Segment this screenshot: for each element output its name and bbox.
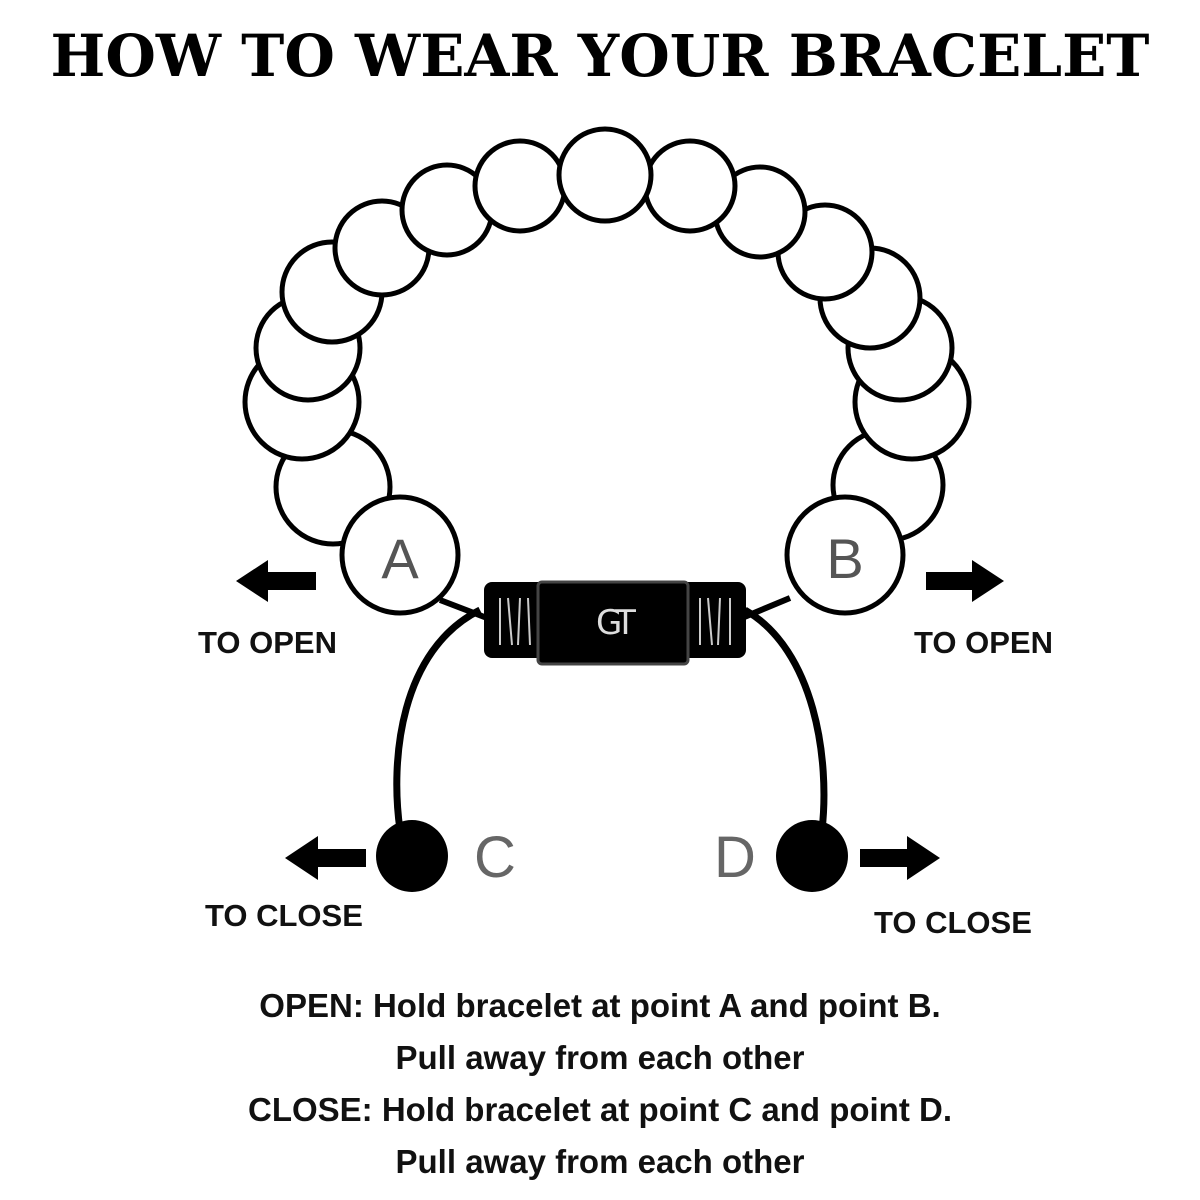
label-open-left: TO OPEN bbox=[198, 625, 337, 660]
label-open-right: TO OPEN bbox=[914, 625, 1053, 660]
point-c-letter: C bbox=[474, 825, 516, 890]
clasp: GT bbox=[484, 580, 746, 666]
point-d-letter: D bbox=[714, 825, 756, 890]
instruction-open-2: Pull away from each other bbox=[395, 1039, 805, 1076]
arrow-right-close-icon bbox=[860, 836, 940, 880]
bead bbox=[556, 126, 654, 224]
bead bbox=[472, 138, 568, 234]
instruction-close-2: Pull away from each other bbox=[395, 1143, 805, 1180]
bead bbox=[642, 138, 738, 234]
cord-b-to-clasp bbox=[740, 595, 792, 621]
point-a-letter: A bbox=[381, 527, 419, 590]
arrow-left-open-icon bbox=[236, 560, 316, 602]
knot-point-d bbox=[776, 820, 848, 892]
label-close-left: TO CLOSE bbox=[205, 898, 363, 933]
cord-right bbox=[743, 606, 828, 831]
bead-point-a bbox=[339, 494, 461, 616]
arrow-right-open-icon bbox=[926, 560, 1004, 602]
arrow-left-close-icon bbox=[285, 836, 366, 880]
bead-point-b bbox=[784, 494, 906, 616]
knot-point-c bbox=[376, 820, 448, 892]
cord-a-to-clasp bbox=[438, 597, 489, 621]
point-b-letter: B bbox=[826, 527, 863, 590]
instructions: OPEN: Hold bracelet at point A and point… bbox=[0, 980, 1200, 1188]
instruction-open-1: OPEN: Hold bracelet at point A and point… bbox=[259, 987, 941, 1024]
page-title: HOW TO WEAR YOUR BRACELET bbox=[50, 22, 1150, 90]
bead-strand bbox=[242, 126, 972, 547]
label-close-right: TO CLOSE bbox=[874, 905, 1032, 940]
cord-left bbox=[393, 606, 482, 831]
instruction-close-1: CLOSE: Hold bracelet at point C and poin… bbox=[247, 1091, 952, 1128]
